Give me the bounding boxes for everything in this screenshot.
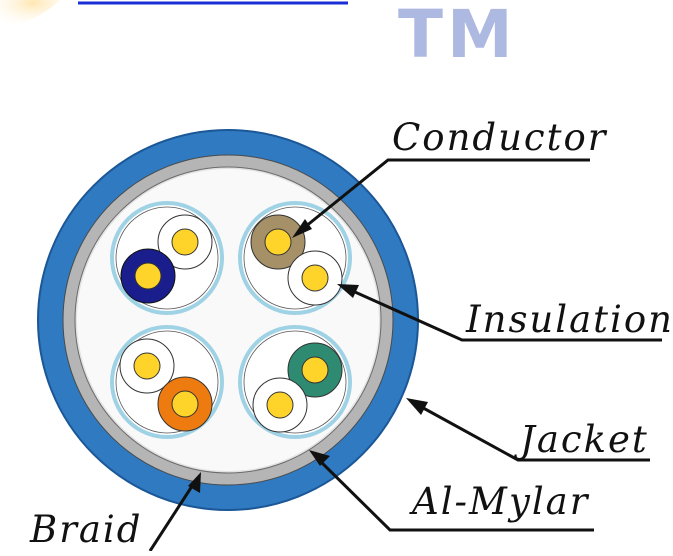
twisted-pair-1 [110,201,224,315]
label-al-mylar: Al-Mylar [409,480,590,523]
arrowhead-jacket [406,398,428,415]
label-conductor: Conductor [392,116,608,159]
label-braid: Braid [29,508,142,551]
logo-swoosh [0,0,60,30]
leader-jacket [415,402,650,462]
arrowhead-conductor [292,219,312,238]
leader-lines [148,158,662,552]
leader-al-mylar [314,455,594,532]
leader-braid [148,479,198,552]
arrowhead-insulation [337,284,359,298]
arrowhead-al-mylar [309,450,330,466]
twisted-pair-2 [238,201,352,315]
arrowhead-braid [188,472,201,493]
cable-core [77,169,379,471]
label-jacket: Jacket [513,418,649,461]
leader-arrowheads [188,219,428,493]
leader-insulation [345,286,662,342]
twisted-pair-4 [238,325,352,439]
twisted-pair-3 [110,325,224,439]
trademark-symbol: TM [398,0,517,73]
leader-conductor [299,158,590,233]
label-insulation: Insulation [465,298,673,341]
